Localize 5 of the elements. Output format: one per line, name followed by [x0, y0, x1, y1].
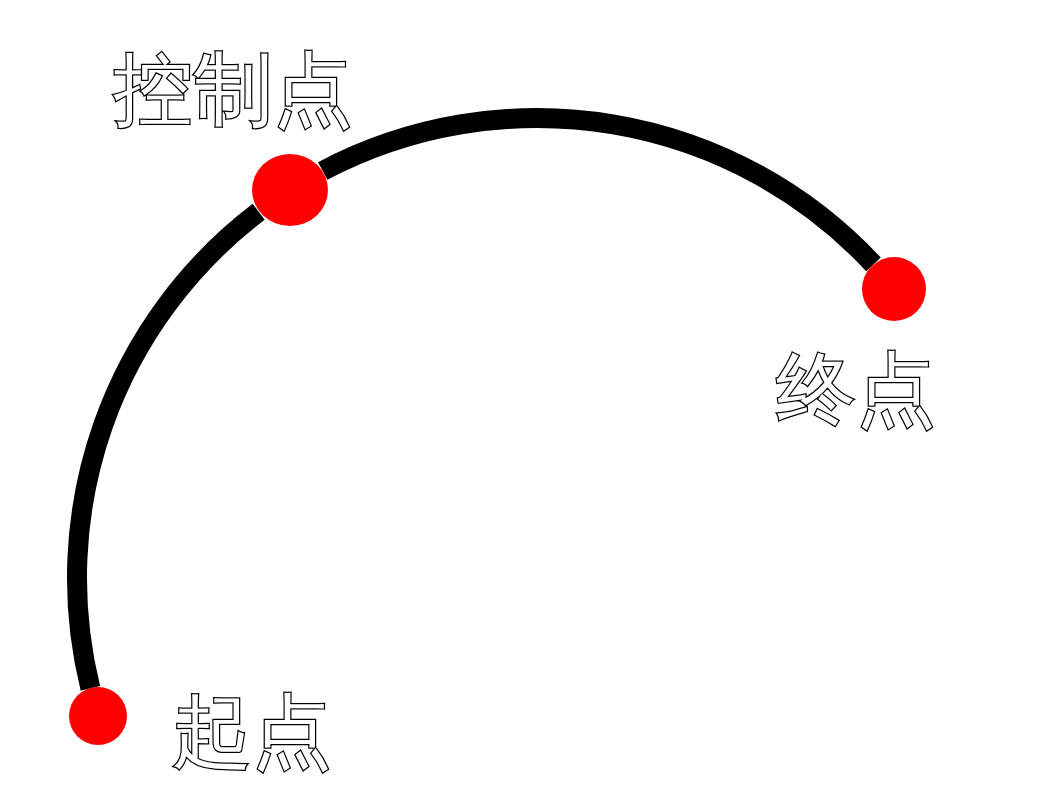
arc-line	[318, 108, 881, 272]
point-label: 控制点	[113, 50, 353, 130]
point-label: 终点	[776, 350, 936, 430]
point-label: 起点	[172, 692, 332, 772]
arc-line	[67, 204, 266, 691]
